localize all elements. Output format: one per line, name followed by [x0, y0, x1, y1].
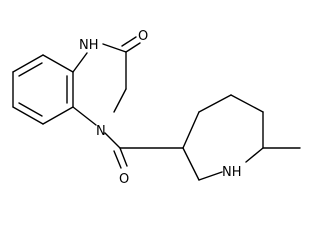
double-bond-inner: [18, 102, 43, 117]
bond: [182, 147, 200, 181]
carbonyl-double-bond: [125, 42, 141, 53]
atom-label-nh-amide: NH: [79, 38, 99, 53]
carbonyl-double-bond: [113, 150, 122, 169]
bond: [198, 94, 232, 113]
double-bond-inner: [18, 62, 43, 77]
bond: [72, 52, 88, 73]
amide-linker: [104, 132, 184, 169]
bond: [12, 54, 44, 73]
atom-label-o-bottom: O: [119, 172, 129, 187]
bond: [245, 147, 264, 163]
bond: [42, 54, 74, 73]
bond: [182, 111, 200, 149]
benzene-ring: [12, 54, 74, 125]
bond: [12, 106, 44, 125]
atom-label-nh-piperidine: NH: [222, 165, 242, 180]
bond: [113, 88, 127, 113]
atom-label-n-ring: N: [96, 124, 106, 139]
piperidine-ring: [182, 94, 301, 181]
molecule-structure: O NH N O NH: [12, 29, 301, 187]
atom-label-o-top: O: [138, 29, 148, 44]
bond: [72, 106, 97, 126]
carbonyl-double-bond: [119, 147, 128, 167]
bond: [230, 94, 264, 113]
carbonyl-double-bond: [121, 36, 137, 47]
lactam-ring: [72, 36, 141, 126]
bond: [42, 106, 74, 125]
bond: [198, 171, 223, 181]
bond: [104, 132, 121, 149]
bond: [102, 43, 127, 53]
